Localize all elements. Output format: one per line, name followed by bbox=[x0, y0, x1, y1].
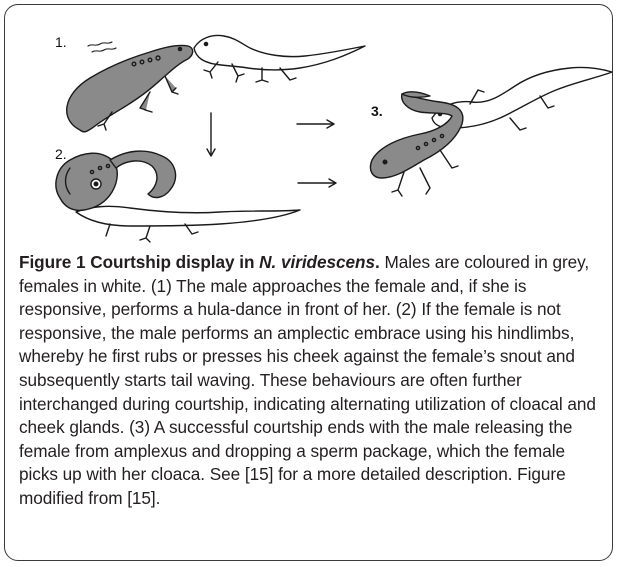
panel-1-male-newt bbox=[67, 42, 193, 132]
arrow-right-2 bbox=[298, 179, 336, 187]
courtship-illustration: 1. 2. 3. bbox=[0, 0, 620, 250]
arrow-right-1 bbox=[297, 120, 334, 128]
caption-title-prefix: Courtship display in bbox=[90, 252, 259, 272]
caption-label: Figure 1 bbox=[19, 252, 85, 272]
caption-species: N. viridescens bbox=[259, 252, 375, 272]
panel-2-male-newt bbox=[56, 151, 176, 210]
panel-1-female-newt bbox=[194, 36, 365, 83]
figure-caption: Figure 1 Courtship display in N. virides… bbox=[19, 251, 604, 511]
panel-2-female-newt bbox=[76, 206, 300, 242]
arrow-down bbox=[207, 113, 215, 156]
panel-3-male-newt bbox=[370, 92, 462, 196]
panel-label-3: 3. bbox=[371, 103, 383, 119]
panel-label-2: 2. bbox=[55, 146, 67, 162]
panel-label-1: 1. bbox=[55, 34, 67, 50]
courtship-drawing bbox=[0, 0, 620, 250]
caption-body: Males are coloured in grey, females in w… bbox=[19, 252, 596, 508]
